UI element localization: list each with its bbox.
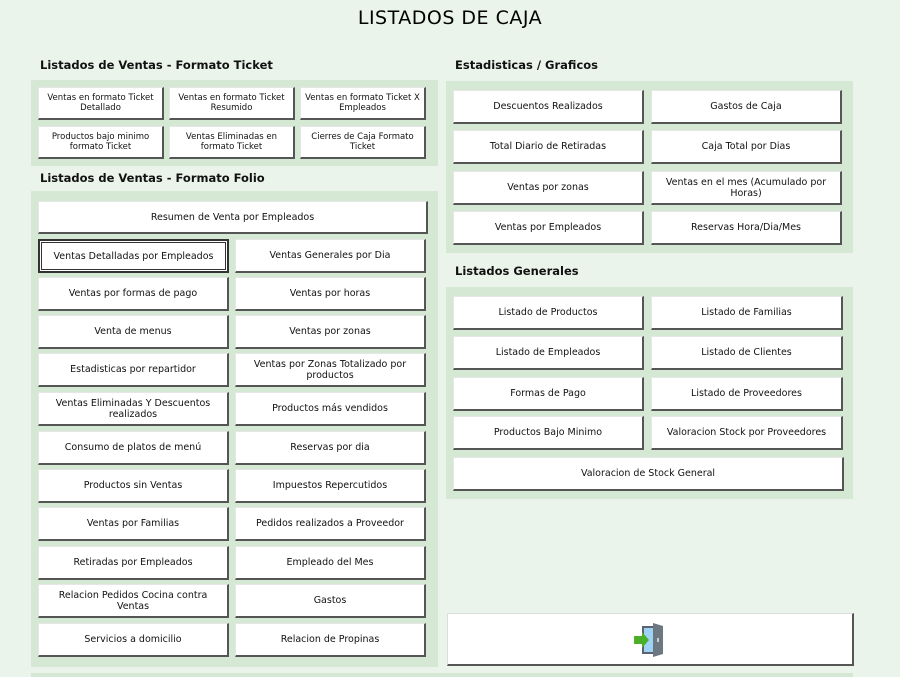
bottom-strip <box>31 673 853 677</box>
stats-button[interactable]: Gastos de Caja <box>651 90 842 124</box>
ticket-button[interactable]: Ventas Eliminadas en formato Ticket <box>169 126 295 159</box>
page-title: LISTADOS DE CAJA <box>357 7 543 29</box>
folio-button[interactable]: Ventas por zonas <box>235 315 426 349</box>
folio-button[interactable]: Ventas Generales por Dia <box>235 239 426 273</box>
folio-button[interactable]: Ventas Eliminadas Y Descuentos realizado… <box>38 392 229 426</box>
folio-button[interactable]: Ventas por Zonas Totalizado por producto… <box>235 353 426 387</box>
general-button[interactable]: Formas de Pago <box>453 377 644 411</box>
general-button[interactable]: Listado de Productos <box>453 296 644 330</box>
ticket-button[interactable]: Ventas en formato Ticket X Empleados <box>300 87 426 120</box>
folio-button[interactable]: Servicios a domicilio <box>38 623 229 657</box>
folio-button[interactable]: Empleado del Mes <box>235 546 426 580</box>
folio-button[interactable]: Ventas por Familias <box>38 507 229 541</box>
folio-button[interactable]: Relacion Pedidos Cocina contra Ventas <box>38 584 229 618</box>
folio-button[interactable]: Ventas por horas <box>235 277 426 311</box>
stats-button[interactable]: Descuentos Realizados <box>453 90 644 124</box>
exit-button[interactable] <box>447 613 854 666</box>
folio-button[interactable]: Venta de menus <box>38 315 229 349</box>
folio-button[interactable]: Retiradas por Empleados <box>38 546 229 580</box>
ticket-button[interactable]: Cierres de Caja Formato Ticket <box>300 126 426 159</box>
general-button[interactable]: Listado de Empleados <box>453 336 644 370</box>
general-section-header: Listados Generales <box>455 264 579 278</box>
folio-button[interactable]: Reservas por dia <box>235 431 426 465</box>
stats-button[interactable]: Ventas en el mes (Acumulado por Horas) <box>651 171 842 205</box>
folio-button[interactable]: Productos sin Ventas <box>38 469 229 503</box>
general-button-valoracion-stock[interactable]: Valoracion de Stock General <box>453 457 844 491</box>
folio-button[interactable]: Consumo de platos de menú <box>38 431 229 465</box>
stats-button[interactable]: Reservas Hora/Dia/Mes <box>651 211 842 245</box>
stats-section-header: Estadisticas / Graficos <box>455 58 599 72</box>
stats-button[interactable]: Total Diario de Retiradas <box>453 130 644 164</box>
folio-button[interactable]: Estadisticas por repartidor <box>38 353 229 387</box>
general-button[interactable]: Listado de Clientes <box>651 336 843 370</box>
stats-button[interactable]: Ventas por zonas <box>453 171 644 205</box>
general-button[interactable]: Valoracion Stock por Proveedores <box>651 416 843 450</box>
general-button[interactable]: Listado de Proveedores <box>651 377 843 411</box>
general-button[interactable]: Productos Bajo Minimo <box>453 416 644 450</box>
folio-button[interactable]: Relacion de Propinas <box>235 623 426 657</box>
stats-button[interactable]: Caja Total por Dias <box>651 130 842 164</box>
general-button[interactable]: Listado de Familias <box>651 296 843 330</box>
folio-button[interactable]: Ventas Detalladas por Empleados <box>38 239 229 273</box>
ticket-button[interactable]: Ventas en formato Ticket Resumido <box>169 87 295 120</box>
ticket-button[interactable]: Ventas en formato Ticket Detallado <box>38 87 164 120</box>
stats-button[interactable]: Ventas por Empleados <box>453 211 644 245</box>
folio-button[interactable]: Productos más vendidos <box>235 392 426 426</box>
folio-button[interactable]: Pedidos realizados a Proveedor <box>235 507 426 541</box>
folio-button[interactable]: Gastos <box>235 584 426 618</box>
ticket-section-header: Listados de Ventas - Formato Ticket <box>40 58 273 72</box>
folio-button-resumen[interactable]: Resumen de Venta por Empleados <box>38 201 428 234</box>
folio-section-header: Listados de Ventas - Formato Folio <box>40 171 265 185</box>
folio-button[interactable]: Impuestos Repercutidos <box>235 469 426 503</box>
ticket-button[interactable]: Productos bajo minimo formato Ticket <box>38 126 164 159</box>
folio-button[interactable]: Ventas por formas de pago <box>38 277 229 311</box>
exit-door-icon <box>634 623 663 657</box>
